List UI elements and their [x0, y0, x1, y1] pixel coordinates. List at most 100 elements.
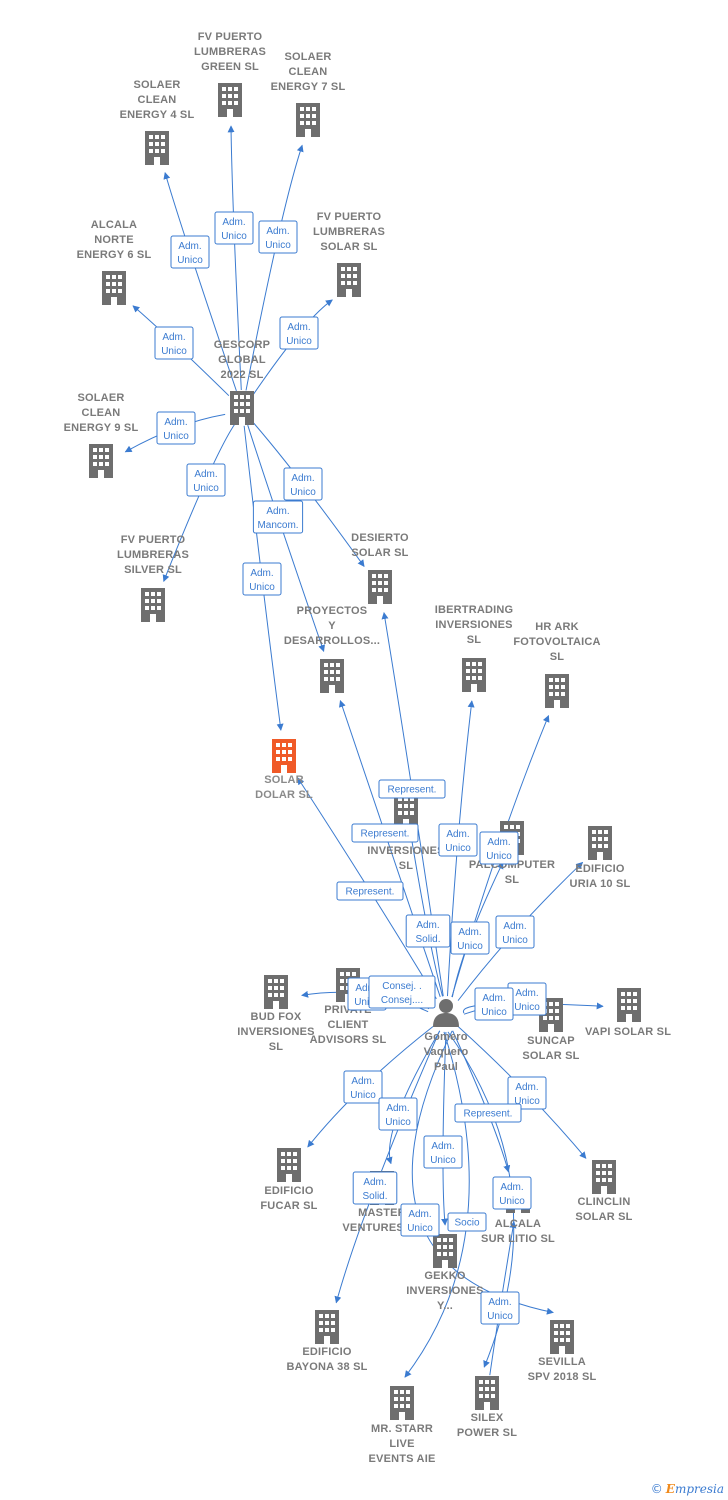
node-label: INVERSIONES: [367, 845, 444, 857]
relation-label-text: Adm.: [355, 983, 378, 994]
relation-label-text: Adm.: [408, 1209, 431, 1220]
relation-label-gescorp-to-alcala6[interactable]: Adm.Unico: [154, 326, 194, 360]
brand-name: mpresia: [674, 1482, 724, 1496]
relation-label-gescorp-to-fvpl_silver[interactable]: Adm.Unico: [186, 463, 226, 497]
node-label: ENERGY 9 SL: [64, 422, 139, 434]
relation-label-person-to-palcomputer[interactable]: Adm.Unico: [450, 921, 490, 955]
relation-label-text: Unico: [486, 851, 512, 862]
relation-label-gescorp-to-proyectos[interactable]: Adm.Mancom.: [252, 500, 304, 534]
node-label: CLEAN: [138, 94, 177, 106]
node-proyectos[interactable]: PROYECTOSYDESARROLLOS...: [284, 605, 380, 693]
relation-label-text: Solid.: [415, 934, 440, 945]
relation-label-person-to-sevilla[interactable]: Adm.Unico: [400, 1203, 440, 1237]
relation-label-gescorp-to-solaer4[interactable]: Adm.Unico: [170, 235, 210, 269]
relation-label-box: [352, 1171, 398, 1205]
relation-label-person-to-clinclin[interactable]: Adm.Unico: [507, 1076, 547, 1110]
node-label: Vaquero: [424, 1046, 469, 1058]
node-vapi[interactable]: VAPI SOLAR SL: [585, 988, 671, 1038]
relation-label-text: Adm.: [503, 921, 526, 932]
relation-label-silex-to-alcala_sur[interactable]: Adm.Unico: [480, 1291, 520, 1325]
relation-label-person-to-edificio_uria[interactable]: Adm.Unico: [495, 915, 535, 949]
relation-label-text: Unico: [499, 1196, 525, 1207]
relation-label-person-to-inversiones[interactable]: Adm.Solid.: [405, 914, 451, 948]
relation-label-person-to-vapi[interactable]: Adm.Unico: [474, 987, 514, 1021]
relation-label-gescorp-to-fvpl_green[interactable]: Adm.Unico: [214, 211, 254, 245]
relation-label-text: Unico: [385, 1117, 411, 1128]
relation-label-person-to-proyectos[interactable]: Represent.: [351, 823, 419, 843]
relation-label-person-to-silex[interactable]: Adm.Unico: [492, 1176, 532, 1210]
relation-label-person-to-private[interactable]: Consej. .Consej....: [368, 975, 436, 1009]
relation-label-person-to-gekko[interactable]: Adm.Unico: [423, 1135, 463, 1169]
relation-label-person-to-hrark[interactable]: Adm.Unico: [479, 831, 519, 865]
relation-label-box: [454, 1103, 522, 1123]
relation-label-person-to-fucar[interactable]: Adm.Unico: [343, 1070, 383, 1104]
relation-label-gescorp-to-solaer9[interactable]: Adm.Unico: [156, 411, 196, 445]
relation-label-person-to-suncap[interactable]: Adm.Unico: [507, 982, 547, 1016]
node-label: SOLAER: [284, 51, 331, 63]
node-label: CLINCLIN: [578, 1196, 631, 1208]
building-icon: [368, 570, 392, 604]
relation-label-text: Adm.: [222, 217, 245, 228]
relation-label-gescorp-to-fvpl_solar[interactable]: Adm.Unico: [279, 316, 319, 350]
node-label: SUR LITIO SL: [481, 1233, 555, 1245]
node-label: ALCALA: [91, 219, 137, 231]
relation-label-text: Adm.: [458, 927, 481, 938]
relation-label-person-to-ibertrading[interactable]: Adm.Unico: [438, 823, 478, 857]
node-label: FV PUERTO: [121, 534, 186, 546]
relation-label-box: [252, 500, 304, 534]
relation-label-box: [447, 1212, 487, 1232]
relation-label-person-to-solardolar[interactable]: Represent.: [336, 881, 404, 901]
node-label: EDIFICIO: [575, 863, 625, 875]
node-label: HR ARK: [535, 621, 579, 633]
relation-label-text: Adm.: [164, 417, 187, 428]
node-label: GEKKO: [424, 1270, 466, 1282]
relation-label-box: [492, 1176, 532, 1210]
relation-label-text: Unico: [193, 483, 219, 494]
relation-label-text: Represent.: [388, 785, 437, 796]
relation-label-person-to-alcala_sur[interactable]: Represent.: [454, 1103, 522, 1123]
relation-label-person-to-desierto[interactable]: Represent.: [378, 779, 446, 799]
relation-label-gescorp-to-desierto[interactable]: Adm.Unico: [283, 467, 323, 501]
relation-label-text: Represent.: [361, 829, 410, 840]
node-label: Y: [328, 620, 336, 632]
relation-label-person-to-bayona[interactable]: Adm.Solid.: [352, 1171, 398, 1205]
relation-label-box: [474, 987, 514, 1021]
relation-label-box: [507, 1076, 547, 1110]
node-label: PROYECTOS: [297, 605, 368, 617]
node-label: SILVER SL: [124, 564, 182, 576]
relation-label-person-to-master[interactable]: Adm.Unico: [378, 1097, 418, 1131]
edge-gescorp-to-proyectos: [247, 424, 325, 653]
relation-label-gescorp-to-solardolar[interactable]: Adm.Unico: [242, 562, 282, 596]
relation-label-person-to-mrstarr[interactable]: Socio: [447, 1212, 487, 1232]
node-gekko[interactable]: GEKKOINVERSIONESY...: [406, 1234, 483, 1312]
relation-label-text: Unico: [430, 1155, 456, 1166]
relation-label-gescorp-to-solaer7[interactable]: Adm.Unico: [258, 220, 298, 254]
relation-label-text: Consej. .: [382, 981, 421, 992]
building-icon: [89, 444, 113, 478]
